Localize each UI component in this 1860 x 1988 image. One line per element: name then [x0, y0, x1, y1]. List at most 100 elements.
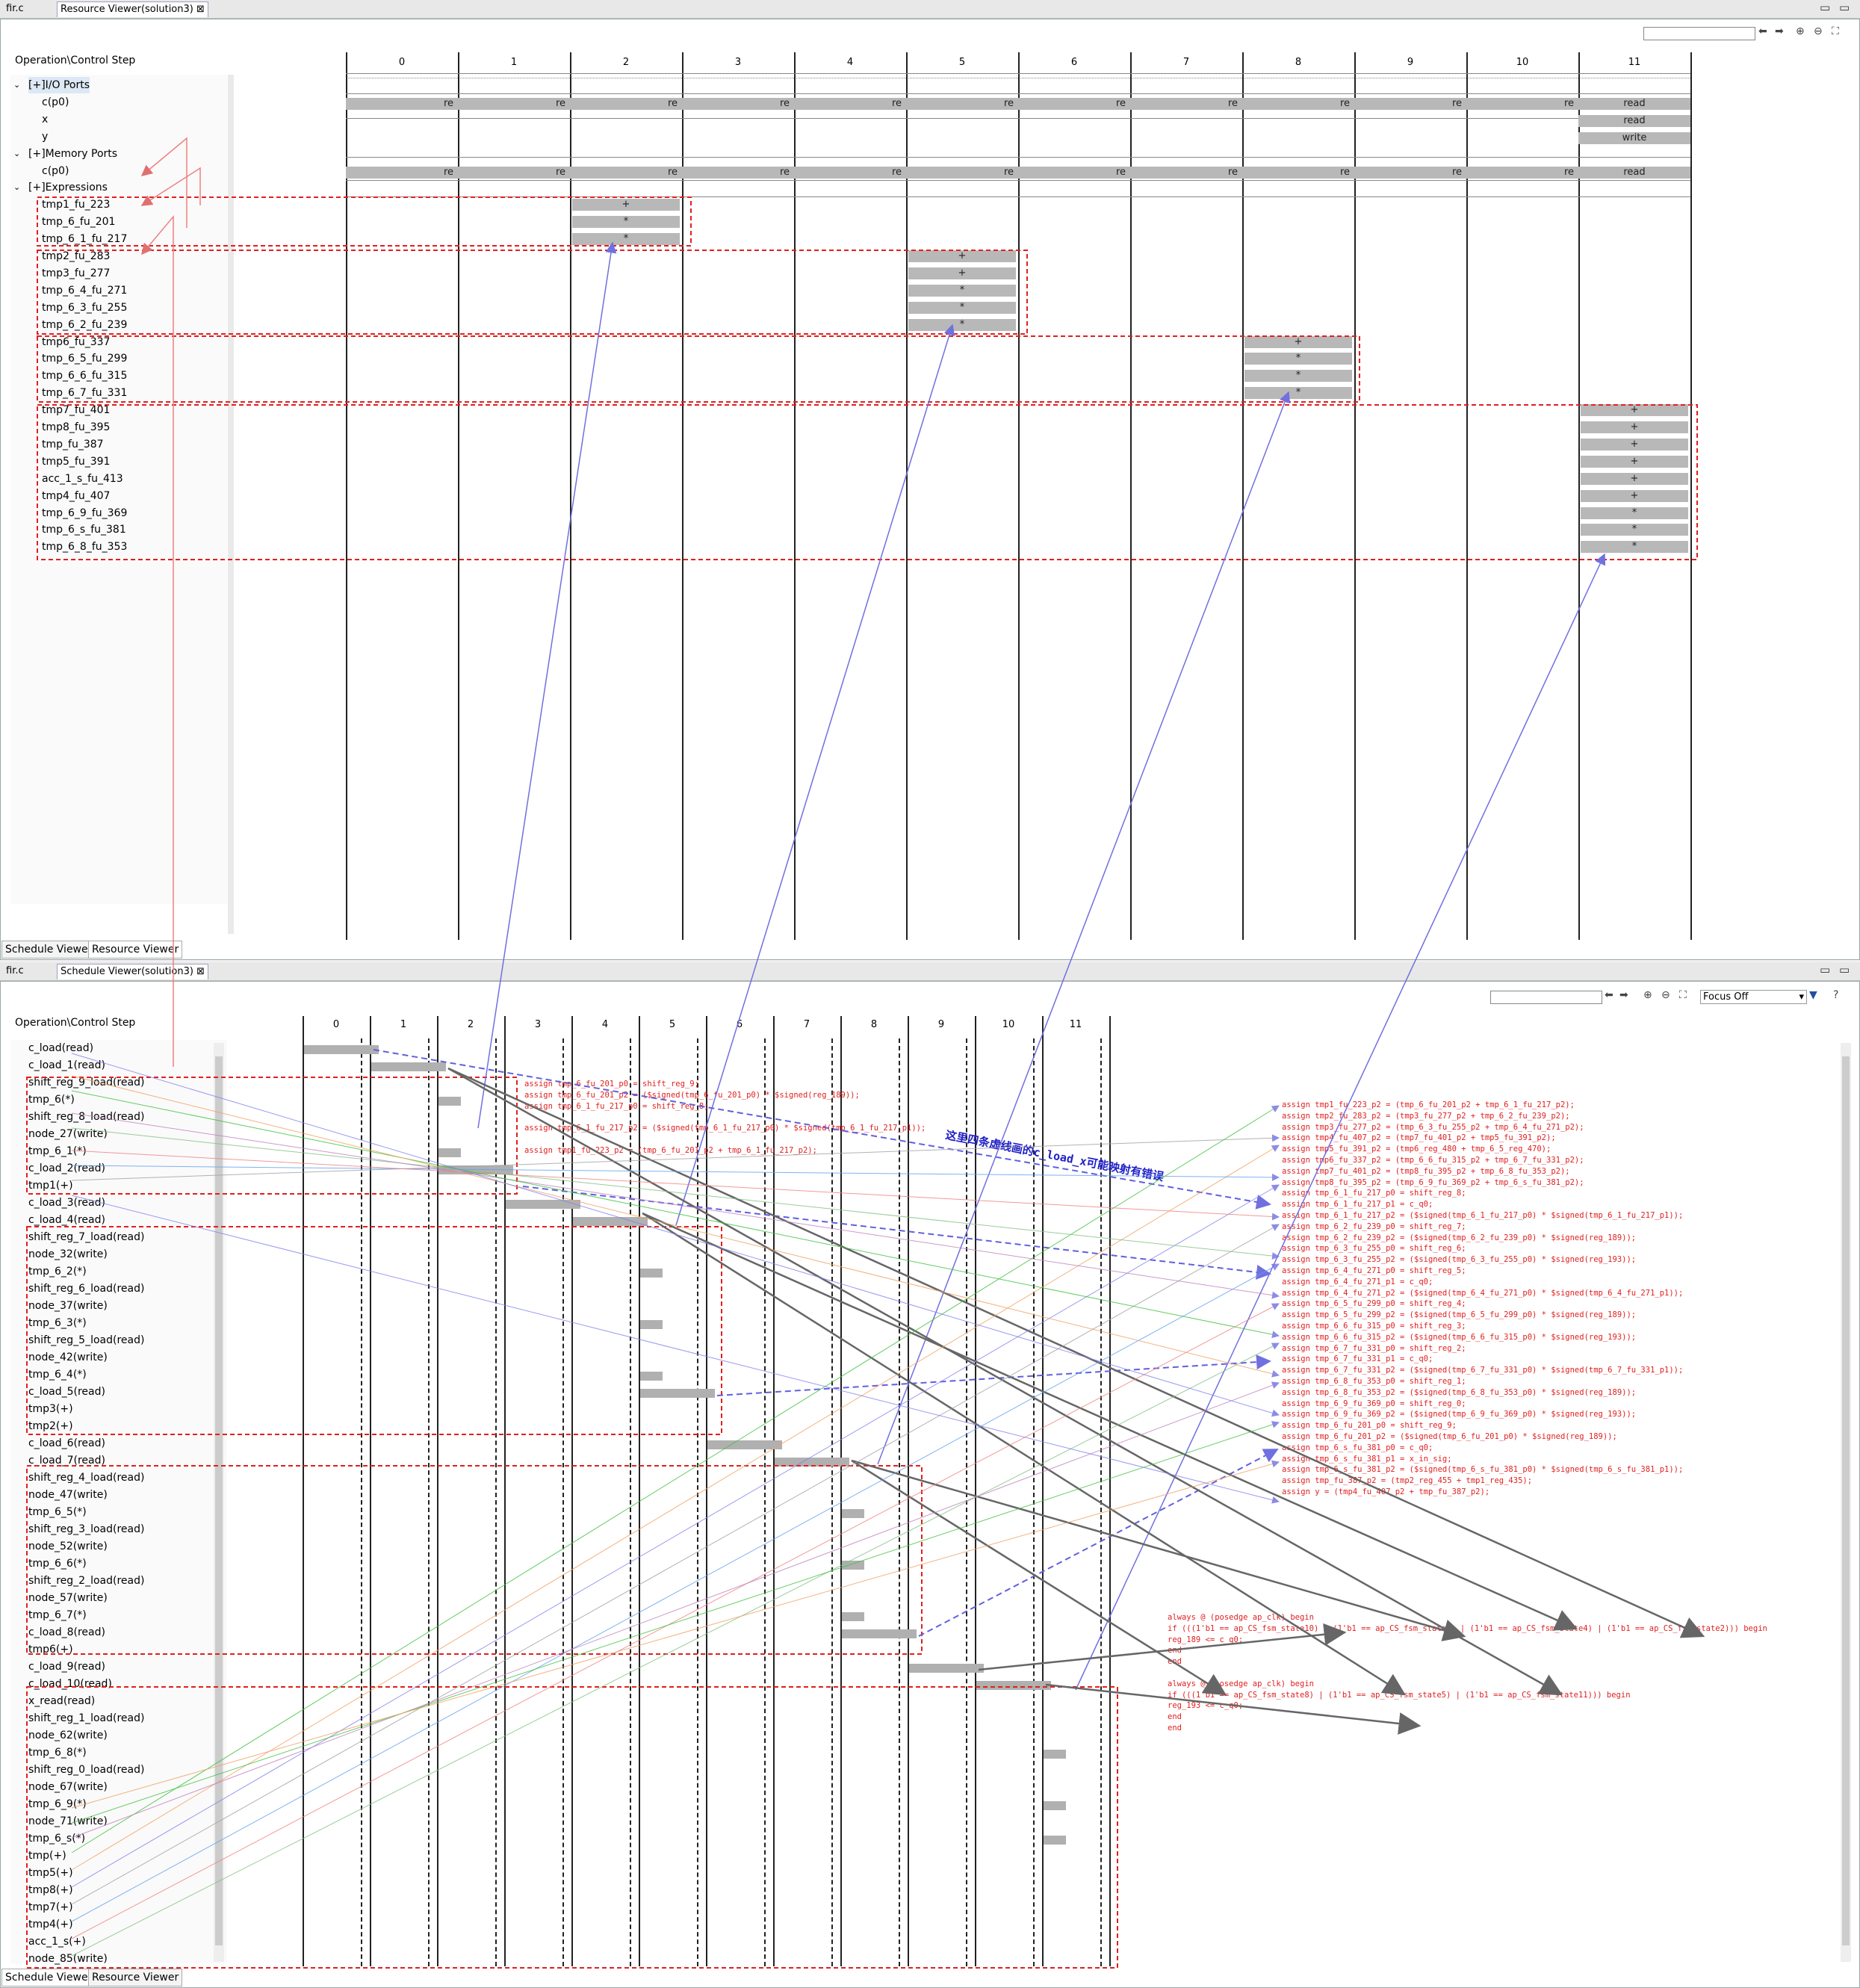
- right-scrollbar[interactable]: [1841, 1043, 1851, 1962]
- thin-link-line: [71, 1134, 1280, 1181]
- top-row-label: tmp_6_3_fu_255: [42, 301, 128, 314]
- chevron-down-icon: ▾: [1799, 991, 1804, 1003]
- zoom-fit-icon[interactable]: ⛶: [1679, 989, 1687, 1001]
- zoom-fit-icon[interactable]: ⛶: [1832, 25, 1839, 37]
- code-annotation-right: assign tmp1_fu_223_p2 = (tmp_6_fu_201_p2…: [1282, 1100, 1683, 1498]
- tab-resource-viewer[interactable]: Resource Viewer(solution3) ⊠: [57, 1, 208, 17]
- thin-link-line: [71, 1105, 1280, 1854]
- code-line: assign tmp_6_5_fu_299_p0 = shift_reg_4;: [1282, 1299, 1466, 1309]
- top-row-label: tmp6_fu_337: [42, 335, 111, 348]
- code-line: assign tmp8_fu_395_p2 = (tmp_6_9_fu_369_…: [1282, 1177, 1584, 1187]
- left-scrollbar-thumb[interactable]: [215, 1056, 223, 1945]
- bottom-row-label: tmp_6(*): [28, 1094, 75, 1106]
- thin-link-line: [71, 1150, 1280, 1221]
- left-scrollbar[interactable]: [214, 1043, 224, 1962]
- bottom-step-header: 9: [937, 1019, 945, 1030]
- top-splitter[interactable]: [228, 75, 234, 934]
- chevron-down-icon[interactable]: ⌄: [13, 182, 21, 193]
- bottom-step-divider: [1109, 1016, 1111, 1966]
- top-row-list: [10, 75, 227, 904]
- thin-link-line: [71, 1127, 1280, 1260]
- resource-bar: *: [572, 216, 680, 229]
- tab-schedule-viewer-top[interactable]: Schedule Viewer: [1, 941, 96, 959]
- close-icon[interactable]: ⊠: [196, 966, 205, 977]
- help-icon[interactable]: ?: [1833, 989, 1839, 1001]
- thin-link-line: [71, 1145, 1280, 1871]
- thin-link-line: [71, 1053, 1280, 1417]
- forward-arrow-icon[interactable]: ➡: [1619, 989, 1628, 1001]
- zoom-out-icon[interactable]: ⊖: [1661, 989, 1670, 1001]
- bottom-step-divider: [571, 1016, 573, 1966]
- top-step-divider: [794, 52, 796, 940]
- bottom-step-header: 10: [1002, 1019, 1015, 1030]
- bottom-step-dash: [361, 1038, 362, 1966]
- bottom-row-label: c_load_1(read): [28, 1059, 105, 1071]
- bottom-step-dash: [562, 1038, 564, 1966]
- resource-bar: re: [346, 98, 458, 110]
- top-step-divider: [906, 52, 908, 940]
- minimize-icon[interactable]: ▭: [1820, 963, 1831, 976]
- bottom-row-label: x_read(read): [28, 1695, 96, 1707]
- zoom-out-icon[interactable]: ⊖: [1814, 25, 1823, 37]
- minimize-icon[interactable]: ▭: [1820, 1, 1831, 14]
- bottom-row-label: c_load_4(read): [28, 1214, 105, 1226]
- back-arrow-icon[interactable]: ⬅: [1605, 989, 1613, 1001]
- resource-bar: re: [458, 98, 570, 110]
- bottom-row-label: acc_1_s(+): [28, 1936, 86, 1948]
- top-row-label: [+]Expressions: [28, 182, 108, 194]
- bottom-row-label: shift_reg_7_load(read): [28, 1231, 145, 1243]
- red-group-box: [37, 250, 1028, 335]
- tab-fir-c-2[interactable]: fir.c: [6, 965, 24, 976]
- code-line: assign tmp_6_4_fu_271_p0 = shift_reg_5;: [1282, 1266, 1466, 1275]
- zoom-in-icon[interactable]: ⊕: [1643, 989, 1652, 1001]
- maximize-icon[interactable]: ▭: [1839, 963, 1850, 976]
- schedule-bar: [1044, 1750, 1066, 1759]
- schedule-bar: [640, 1269, 663, 1278]
- top-step-divider: [570, 52, 571, 940]
- code-line: assign tmp_fu_387_p2 = (tmp2_reg_455 + t…: [1282, 1476, 1533, 1486]
- bottom-row-label: node_27(write): [28, 1128, 108, 1140]
- close-icon[interactable]: ⊠: [196, 4, 205, 15]
- resource-bar: +: [1581, 438, 1688, 450]
- maximize-icon[interactable]: ▭: [1839, 1, 1850, 14]
- blue-link-arrow: [675, 323, 955, 1226]
- bottom-row-label: c_load_7(read): [28, 1455, 105, 1467]
- tab-schedule-viewer[interactable]: Schedule Viewer(solution3) ⊠: [57, 964, 209, 979]
- code-line: assign tmp_6_5_fu_299_p2 = ($signed(tmp_…: [1282, 1310, 1637, 1320]
- bottom-row-label: node_37(write): [28, 1300, 108, 1312]
- search-input[interactable]: [1643, 27, 1755, 40]
- resource-bar: +: [1581, 421, 1688, 433]
- resource-bar: read: [1578, 98, 1690, 110]
- code-line: assign tmp_6_9_fu_369_p0 = shift_reg_0;: [1282, 1399, 1466, 1408]
- forward-arrow-icon[interactable]: ➡: [1775, 25, 1784, 37]
- tab-resource-viewer-top[interactable]: Resource Viewer: [88, 941, 183, 959]
- code-line: assign tmp_6_fu_201_p0 = shift_reg_9;: [1282, 1421, 1457, 1431]
- chevron-down-icon[interactable]: ⌄: [13, 148, 21, 158]
- code-line: assign tmp6_fu_337_p2 = (tmp_6_6_fu_315_…: [1282, 1155, 1584, 1165]
- code-line: assign tmp_6_1_fu_217_p1 = c_q0;: [1282, 1200, 1433, 1210]
- schedule-bar: [371, 1062, 446, 1071]
- zoom-in-icon[interactable]: ⊕: [1796, 25, 1805, 37]
- bottom-step-header: 4: [601, 1019, 609, 1030]
- bottom-step-header: 1: [400, 1019, 407, 1030]
- code-line: assign tmp_6_9_fu_369_p2 = ($signed(tmp_…: [1282, 1410, 1637, 1419]
- schedule-search-input[interactable]: [1490, 991, 1602, 1004]
- tab-fir-c[interactable]: fir.c: [6, 3, 24, 14]
- back-arrow-icon[interactable]: ⬅: [1758, 25, 1767, 37]
- red-group-box: [37, 404, 1698, 560]
- resource-bar: re: [1018, 167, 1130, 179]
- tab-resource-viewer-bottom[interactable]: Resource Viewer: [88, 1969, 183, 1987]
- chevron-down-icon[interactable]: ⌄: [13, 80, 21, 90]
- bottom-step-divider: [706, 1016, 707, 1966]
- tab-schedule-viewer-bottom[interactable]: Schedule Viewer: [1, 1969, 96, 1987]
- blue-link-arrow: [1075, 553, 1606, 1691]
- top-step-divider: [1578, 52, 1580, 940]
- right-scrollbar-thumb[interactable]: [1842, 1056, 1850, 1945]
- red-group-box: [26, 1465, 923, 1655]
- resource-bar: re: [1130, 98, 1242, 110]
- code-line: assign tmp3_fu_277_p2 = (tmp_6_3_fu_255_…: [1282, 1122, 1584, 1132]
- filter-icon[interactable]: ▼: [1809, 989, 1817, 1001]
- top-step-divider: [346, 52, 347, 940]
- bottom-row-label: shift_reg_5_load(read): [28, 1334, 145, 1346]
- focus-select[interactable]: Focus Off▾: [1700, 990, 1807, 1004]
